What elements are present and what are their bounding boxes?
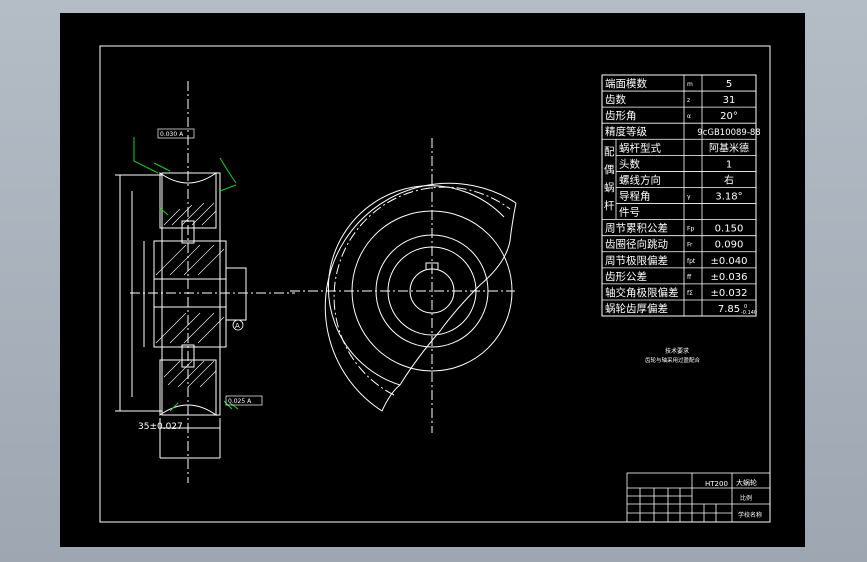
title-company: 学校名称: [738, 511, 762, 519]
spec-row-symbol: Fp: [687, 226, 694, 233]
notes-title: 技术要求: [665, 347, 689, 355]
root-circle: [327, 185, 505, 386]
hatch-rim-bottom: [163, 360, 217, 388]
spec-row-label: 齿圈径向跳动: [605, 238, 668, 251]
spec-row-value: 20°: [720, 111, 738, 122]
section-web-top: [181, 220, 195, 244]
spec-row-label: 头数: [619, 157, 640, 170]
hub-circle: [387, 246, 477, 336]
drawing-sheet: 0.030 A 0.025 A 35±0.027 A: [60, 13, 805, 547]
spec-row-symbol: ff: [687, 274, 692, 281]
pitch-circle: [333, 186, 511, 396]
outer-circle: [324, 182, 517, 412]
section-annotations: [133, 137, 239, 412]
spec-row-label: 齿形角: [605, 110, 637, 122]
drawing-border: [99, 45, 771, 523]
rim-inner-circle: [351, 210, 513, 372]
spec-row-value: 9cGB10089-88: [697, 128, 760, 138]
title-drawing-name: 大蜗轮: [736, 478, 757, 487]
bore-circle: [409, 268, 455, 314]
spec-row-value: ±0.032: [710, 288, 747, 299]
spec-row-label: 轴交角极限偏差: [605, 286, 679, 299]
spec-group-label-char: 配: [604, 146, 615, 158]
spec-row-value: 3.18°: [715, 191, 742, 202]
section-boss: [225, 267, 247, 321]
spec-row-value: 右: [724, 173, 734, 186]
datum-circle: [232, 319, 244, 331]
spec-row-value: ±0.040: [710, 256, 747, 267]
hatch-hub: [155, 244, 225, 344]
spec-row-symbol: γ: [687, 193, 691, 200]
spec-group-label-char: 偶: [604, 163, 615, 176]
spec-row-value: 7.85: [718, 304, 740, 315]
keyway: [425, 262, 439, 269]
break-line: [399, 202, 517, 386]
spec-group-label-char: 杆: [604, 199, 615, 212]
spec-row-label: 端面模数: [605, 77, 647, 90]
spec-row-label: 齿形公差: [605, 270, 647, 283]
spec-row-label: 螺线方向: [619, 173, 661, 186]
spec-row-label: 蜗杆型式: [619, 141, 661, 154]
title-scale-label: 比例: [740, 494, 752, 502]
datum-label: A: [235, 322, 240, 330]
spec-row-symbol: z: [687, 97, 690, 104]
spec-row-value: 5: [726, 79, 732, 90]
spec-row-label: 周节累积公差: [605, 222, 668, 235]
title-block: [626, 472, 771, 523]
fcf-top-text: 0.030 A: [160, 131, 184, 138]
front-view: [290, 138, 517, 433]
section-web-bottom: [181, 344, 195, 368]
spec-row-label: 齿数: [605, 93, 626, 106]
fcf-top: 0.030 A: [157, 128, 195, 139]
section-rim-bottom: [159, 359, 217, 416]
spec-row-value: 阿基米德: [709, 141, 749, 154]
fcf-bottom: 0.025 A: [225, 395, 263, 406]
section-hub: [153, 240, 227, 348]
title-material: HT200: [705, 480, 728, 488]
spec-row-symbol: Fr: [687, 242, 693, 249]
spec-row-label: 精度等级: [605, 125, 647, 138]
spec-row-label: 导程角: [619, 190, 651, 202]
spec-row-symbol: α: [687, 113, 691, 120]
notes-line-1: 齿轮与轴采用过盈配合: [645, 356, 701, 364]
tolerance-lower: -0.140: [741, 310, 757, 316]
spec-row-symbol: fΣ: [687, 290, 693, 297]
spec-row-value: 0.150: [715, 224, 744, 235]
hub-outer-circle: [375, 234, 489, 348]
spec-row-value: 0.090: [715, 240, 744, 251]
section-body: [161, 172, 221, 416]
spec-group-label-char: 蜗: [604, 182, 615, 194]
fcf-bottom-text: 0.025 A: [228, 398, 252, 405]
drawing-canvas[interactable]: 0.030 A 0.025 A 35±0.027 A: [60, 13, 805, 547]
spec-row-label: 周节极限偏差: [605, 254, 668, 267]
spec-row-value: 1: [726, 159, 732, 170]
tolerance-upper: 0: [744, 304, 747, 310]
spec-row-label: 件号: [619, 207, 640, 219]
spec-row-symbol: fpt: [687, 258, 696, 265]
gear-spec-table: 端面模数 m 5 齿数 z 31 齿形角 α 20° 精度等级 9cGB10089-88 蜗杆型式 阿基…: [601, 74, 761, 317]
width-dimension-label: 35±0.027: [138, 422, 183, 432]
section-view: [115, 81, 295, 483]
spec-row-symbol: m: [687, 81, 693, 88]
spec-row-value: ±0.036: [710, 272, 747, 283]
spec-row-label: 蜗轮齿厚偏差: [605, 302, 668, 315]
break-edge: [381, 384, 401, 412]
section-rim-top: [159, 172, 217, 229]
hatch-rim-top: [163, 202, 217, 226]
spec-row-value: 31: [723, 95, 736, 106]
